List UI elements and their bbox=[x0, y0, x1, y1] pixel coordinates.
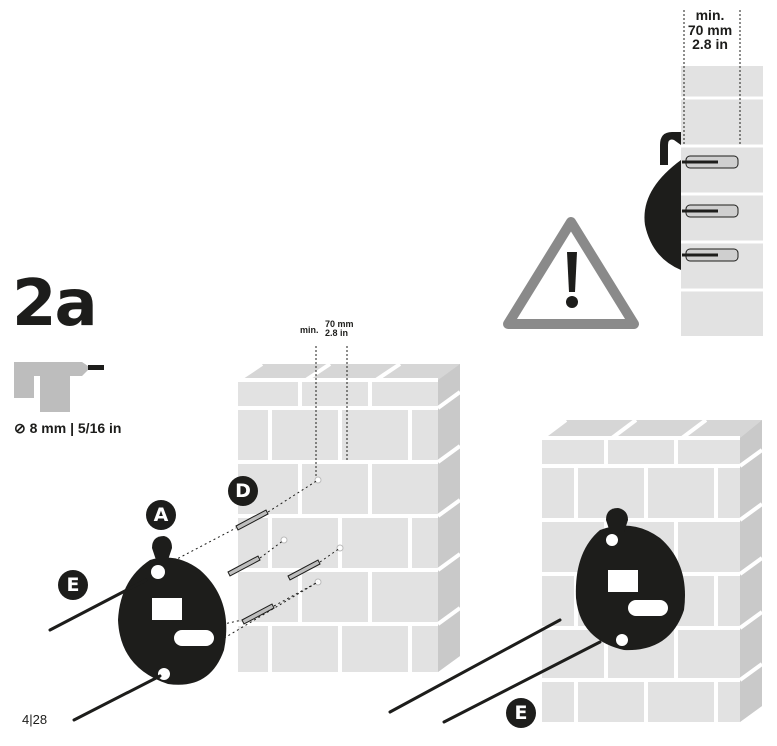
dimension-label-top: min. 70 mm 2.8 in bbox=[676, 8, 744, 52]
screws-left bbox=[48, 578, 162, 722]
page-number: 4|28 bbox=[22, 712, 48, 727]
screws-right bbox=[388, 618, 602, 724]
dimension-min: min. bbox=[695, 7, 725, 23]
label-a-badge: A bbox=[146, 500, 176, 530]
dimension-label-small: 70 mm 2.8 in bbox=[325, 319, 354, 339]
wall-plugs bbox=[227, 509, 321, 625]
label-e-badge-right: E bbox=[506, 698, 536, 728]
dimension-min-small: min. bbox=[300, 325, 319, 335]
holder-bracket-left bbox=[118, 536, 227, 685]
label-d-badge: D bbox=[228, 476, 258, 506]
warning-icon bbox=[503, 217, 639, 329]
step-title: 2a bbox=[12, 267, 98, 341]
holder-bracket-right bbox=[575, 508, 685, 651]
brick-wall-left bbox=[236, 346, 462, 672]
drill-spec: ⊘ 8 mm | 5/16 in bbox=[14, 420, 121, 437]
wall-detail bbox=[644, 10, 763, 336]
dimension-mm: 70 mm bbox=[687, 21, 733, 38]
drill-icon bbox=[14, 362, 104, 412]
drill-size: 8 mm | 5/16 in bbox=[29, 420, 122, 436]
label-e-badge: E bbox=[58, 570, 88, 600]
dimension-in-small: 2.8 in bbox=[325, 328, 349, 339]
dimension-mm-small: 70 mm bbox=[325, 319, 354, 329]
dimension-in: 2.8 in bbox=[692, 36, 728, 53]
diameter-icon: ⊘ bbox=[14, 420, 26, 436]
